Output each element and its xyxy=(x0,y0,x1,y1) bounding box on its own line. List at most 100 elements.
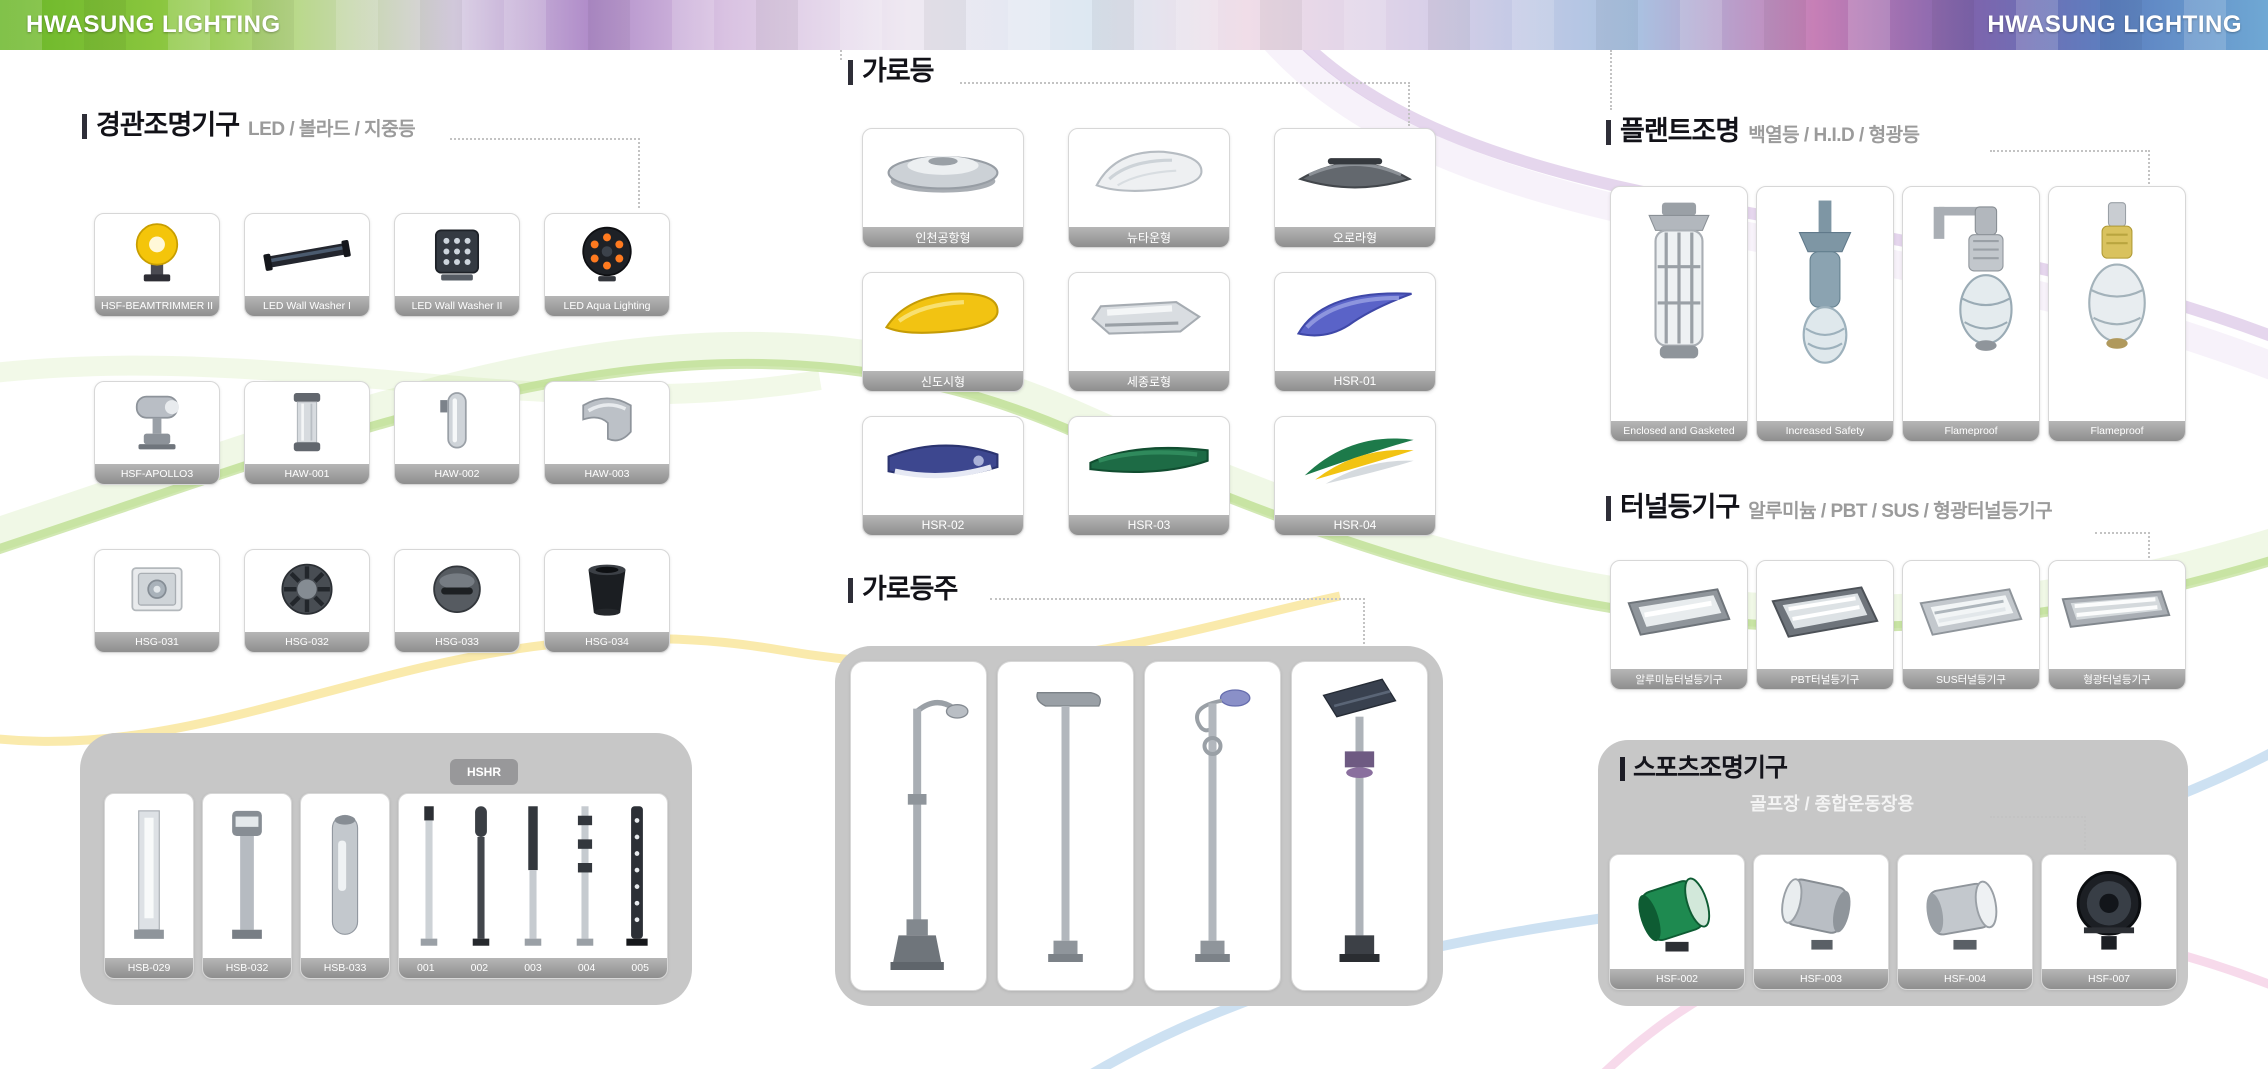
dotted-connector xyxy=(450,138,640,208)
header-band: HWASUNG LIGHTING HWASUNG LIGHTING xyxy=(0,0,2268,50)
product-card: HSB-032 xyxy=(202,793,292,979)
section-header-plant: 플랜트조명 백열등 / H.I.D / 형광등 xyxy=(1606,118,1920,145)
product-group-labels: 001 002 003 004 005 xyxy=(399,958,667,978)
product-label: 신도시형 xyxy=(863,371,1023,391)
product-label: HSR-02 xyxy=(863,515,1023,535)
flameproof-fixture-product-image xyxy=(2049,187,2185,421)
dotted-connector xyxy=(2095,532,2150,558)
product-card: 신도시형 xyxy=(862,272,1024,392)
sports-product-grid: HSF-002 HSF-003 HSF-004 HSF-007 xyxy=(1609,854,2177,990)
section-header-tunnel: 터널등기구 알루미늄 / PBT / SUS / 형광터널등기구 xyxy=(1606,492,2053,522)
product-card: HSF-APOLLO3 xyxy=(94,381,220,485)
product-label: HAW-003 xyxy=(545,464,669,484)
section-title: 가로등 xyxy=(862,56,935,86)
section-title: 경관조명기구 xyxy=(96,110,240,140)
bucket-light-product-image xyxy=(545,550,669,632)
decorative-pole-product-image xyxy=(851,662,986,990)
product-card: HSB-033 xyxy=(300,793,390,979)
product-card xyxy=(997,661,1134,991)
floodlight-product-image xyxy=(1754,855,1888,969)
product-label: Flameproof xyxy=(2049,421,2185,441)
bollard-product-image xyxy=(105,794,193,958)
product-card: LED Wall Washer I xyxy=(244,213,370,317)
pole-panel xyxy=(835,646,1443,1006)
dotted-connector xyxy=(1610,50,1612,110)
streetlight-head-product-image xyxy=(1069,273,1229,371)
product-card: LED Aqua Lighting xyxy=(544,213,670,317)
product-label: HSG-031 xyxy=(95,632,219,652)
product-label: HAW-001 xyxy=(245,464,369,484)
brand-left: HWASUNG LIGHTING xyxy=(26,11,281,38)
straight-pole-product-image xyxy=(998,662,1133,990)
bollard-product-image xyxy=(301,794,389,958)
section-bar xyxy=(1606,496,1611,521)
streetlight-head-product-image xyxy=(1069,129,1229,227)
product-label: 세종로형 xyxy=(1069,371,1229,391)
streetlight-head-product-image xyxy=(863,129,1023,227)
flameproof-fixture-product-image xyxy=(1903,187,2039,421)
dome-light-product-image xyxy=(245,550,369,632)
section-title: 터널등기구 xyxy=(1620,492,1740,522)
product-label: HAW-002 xyxy=(395,464,519,484)
product-label: HSG-032 xyxy=(245,632,369,652)
product-label: 인천공항형 xyxy=(863,227,1023,247)
product-card: Flameproof xyxy=(2048,186,2186,442)
fluorescent-tunnel-fixture-product-image xyxy=(2049,561,2185,669)
product-card: HSF-BEAMTRIMMER II xyxy=(94,213,220,317)
product-card: HSF-007 xyxy=(2041,854,2177,990)
product-card: HAW-002 xyxy=(394,381,520,485)
bollard-product-image xyxy=(203,794,291,958)
product-label: HSF-002 xyxy=(1610,969,1744,989)
round-floodlight-product-image xyxy=(2042,855,2176,969)
product-card: LED Wall Washer II xyxy=(394,213,520,317)
led-panel-product-image xyxy=(395,214,519,296)
product-label: SUS터널등기구 xyxy=(1903,669,2039,689)
spotlight-product-image xyxy=(95,214,219,296)
product-label: Enclosed and Gasketed xyxy=(1611,421,1747,441)
dotted-connector xyxy=(1990,816,2086,850)
product-card: 세종로형 xyxy=(1068,272,1230,392)
floodlight-product-image xyxy=(1898,855,2032,969)
pendant-fixture-product-image xyxy=(1757,187,1893,421)
product-label: HSF-BEAMTRIMMER II xyxy=(95,296,219,316)
caged-fixture-product-image xyxy=(1611,187,1747,421)
streetlight-head-product-image xyxy=(863,273,1023,371)
pole-series-product-image xyxy=(399,794,667,958)
product-card: 인천공항형 xyxy=(862,128,1024,248)
product-label: 004 xyxy=(577,962,596,974)
section-title: 스포츠조명기구 xyxy=(1633,754,1788,782)
product-card: 형광터널등기구 xyxy=(2048,560,2186,690)
product-label: Flameproof xyxy=(1903,421,2039,441)
product-label: HSF-007 xyxy=(2042,969,2176,989)
bollard-panel: HSB-029 HSB-032 HSB-033 HSHR 001 002 003 xyxy=(80,733,692,1005)
section-header-pole: 가로등주 xyxy=(848,574,958,604)
product-group-card: 001 002 003 004 005 xyxy=(398,793,668,979)
dotted-connector xyxy=(840,50,842,60)
product-card: SUS터널등기구 xyxy=(1902,560,2040,690)
floodlight-product-image xyxy=(1610,855,1744,969)
section-title: 플랜트조명 xyxy=(1620,116,1740,146)
product-card: HSG-032 xyxy=(244,549,370,653)
dotted-connector xyxy=(1990,150,2150,184)
product-label: 오로라형 xyxy=(1275,227,1435,247)
product-label: HSR-04 xyxy=(1275,515,1435,535)
section-header-sports: 스포츠조명기구 xyxy=(1620,754,1788,782)
product-label: LED Wall Washer I xyxy=(245,296,369,316)
product-card: HSR-02 xyxy=(862,416,1024,536)
section-bar xyxy=(1606,120,1611,145)
product-card: HSR-04 xyxy=(1274,416,1436,536)
product-card: HSF-004 xyxy=(1897,854,2033,990)
section-subtitle: 알루미늄 / PBT / SUS / 형광터널등기구 xyxy=(1748,501,2053,522)
brand-right: HWASUNG LIGHTING xyxy=(1987,11,2242,38)
product-label: HSR-01 xyxy=(1275,371,1435,391)
section-title: 가로등주 xyxy=(862,574,958,604)
product-label: HSF-APOLLO3 xyxy=(95,464,219,484)
product-card: HSF-003 xyxy=(1753,854,1889,990)
tunnel-fixture-product-image xyxy=(1903,561,2039,669)
streetlight-product-grid: 인천공항형 뉴타운형 오로라형 신도시형 세종로형 HSR-01 HSR-02 xyxy=(862,128,1436,536)
product-label: HSB-033 xyxy=(301,958,389,978)
product-card: HSR-01 xyxy=(1274,272,1436,392)
product-label: HSF-003 xyxy=(1754,969,1888,989)
product-card: Increased Safety xyxy=(1756,186,1894,442)
